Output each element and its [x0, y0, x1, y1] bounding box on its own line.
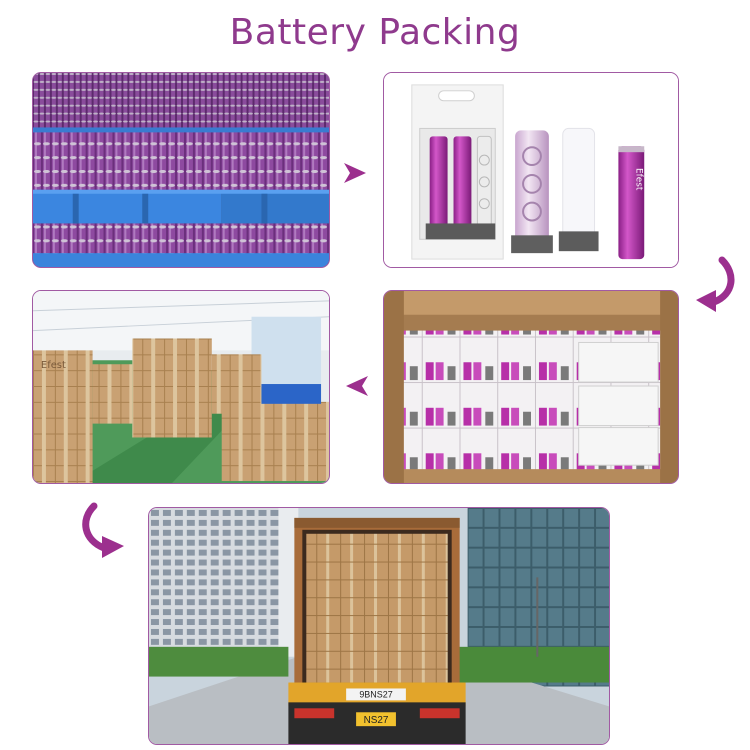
- battery-brand-label: Efest: [633, 168, 643, 191]
- plate-bottom: NS27: [364, 715, 389, 726]
- plate-top: 9BNS27: [359, 689, 392, 699]
- photo-retail-blister-packs: Efest: [383, 72, 679, 268]
- photo-packed-shipping-carton: [383, 290, 679, 484]
- curved-arrow-down-icon: [80, 502, 128, 560]
- page-title: Battery Packing: [229, 12, 521, 53]
- arrow-left-icon: [344, 372, 372, 400]
- photo-warehouse-cartons: Efest: [32, 290, 330, 484]
- arrow-right-icon: [340, 159, 368, 187]
- photo-container-truck-loading: 9BNS27 NS27: [148, 507, 610, 745]
- curved-arrow-down-icon: [692, 256, 736, 314]
- carton-brand-label: Efest: [41, 360, 66, 371]
- photo-cells-in-trays: [32, 72, 330, 268]
